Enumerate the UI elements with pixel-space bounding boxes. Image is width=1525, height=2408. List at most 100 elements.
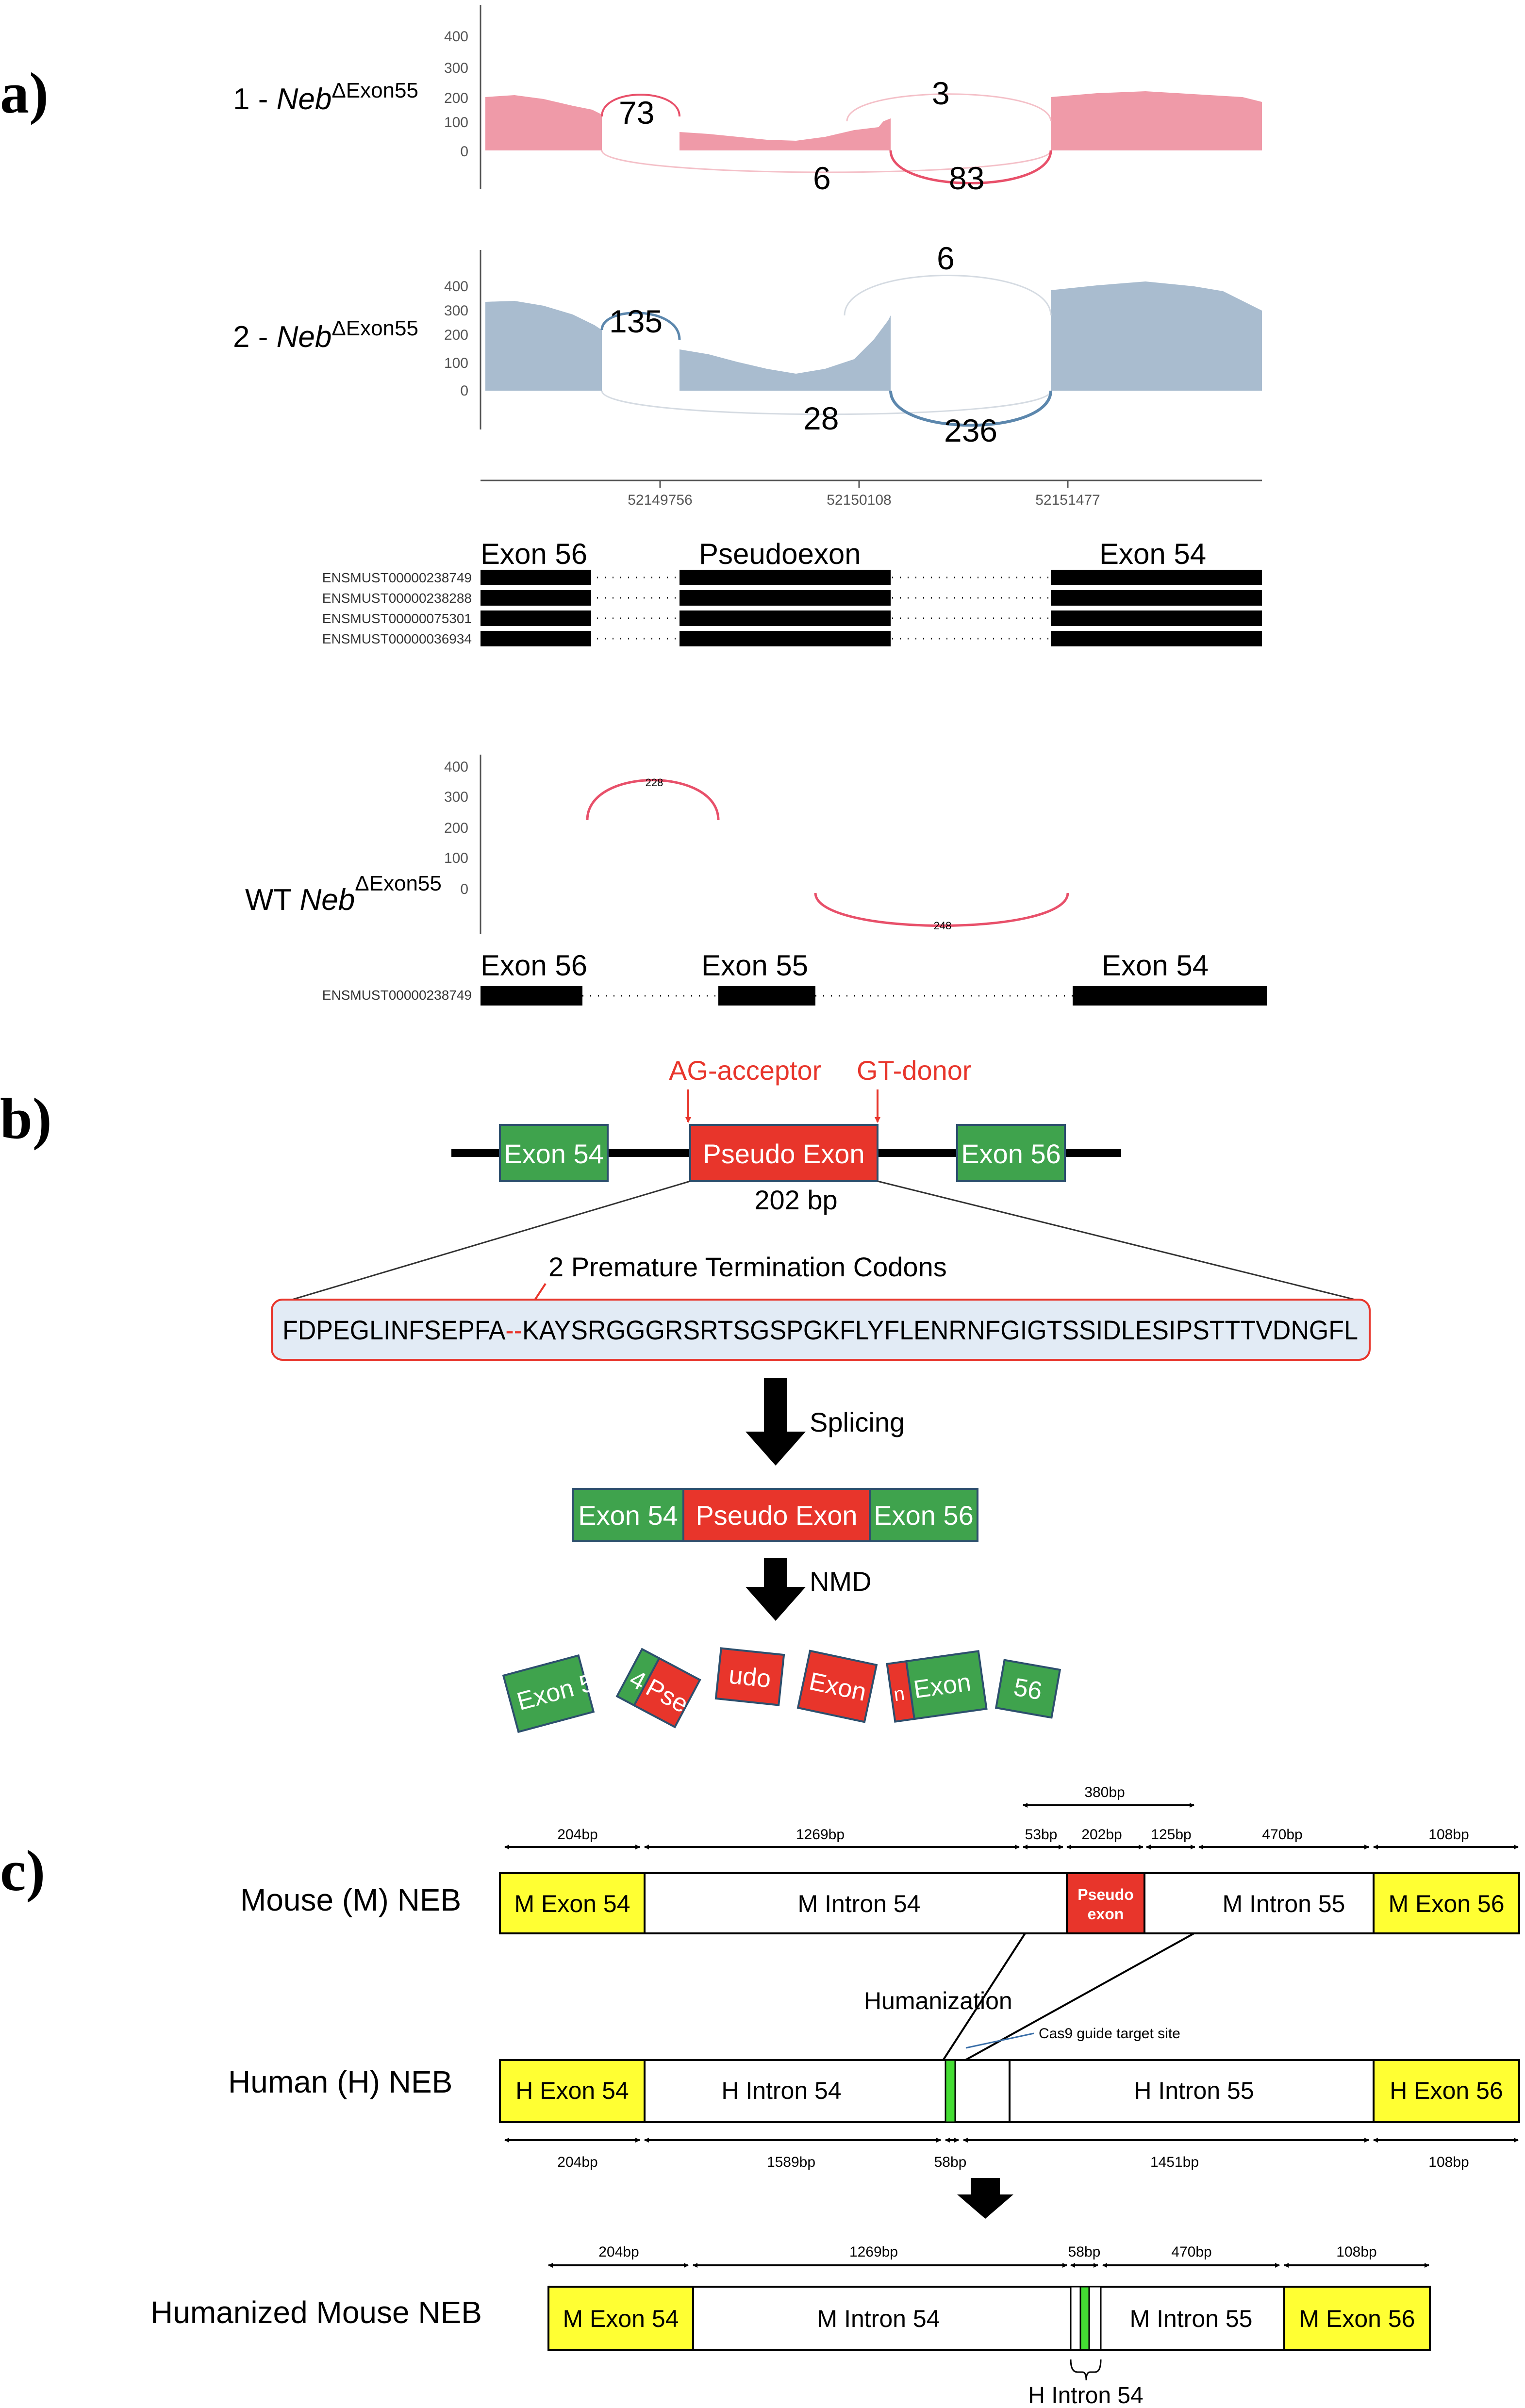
humanized-arrow	[957, 2178, 1013, 2219]
wt-exon55-block	[718, 986, 815, 1006]
mrna-exon56	[869, 1488, 978, 1542]
panel-label-c: c)	[0, 1838, 45, 1903]
pseudo-exon-box	[689, 1124, 879, 1182]
mrna-pseudo-label: Pseudo Exon	[696, 1500, 857, 1531]
humanized-exon56	[1283, 2286, 1431, 2351]
sashimi-1-coverage	[485, 91, 1262, 150]
peptide-sequence: FDPEGLINFSEPFA--KAYSRGGGRSRTSGSPGKFLYFLE…	[282, 1315, 1358, 1345]
human-size-label: 1589bp	[767, 2154, 815, 2170]
mrna-exon56-label: Exon 56	[874, 1500, 974, 1531]
humanized-size-label: 1269bp	[849, 2244, 898, 2260]
wt-transcript-id: ENSMUST00000238749	[322, 988, 472, 1003]
genomic-axis-tick: 52149756	[628, 492, 692, 508]
sashimi-1-junction-count: 73	[619, 95, 654, 131]
mouse-pseudoexon-label: exon	[1088, 1905, 1124, 1923]
sashimi-2-ytick: 300	[444, 303, 468, 319]
sashimi-2-ytick: 200	[444, 327, 468, 343]
mouse-size-label: 1269bp	[796, 1827, 845, 1843]
h-intron54-bracket	[1070, 2359, 1102, 2381]
wt-ytick: 300	[444, 789, 468, 805]
wt-track-label-exon55: Exon 55	[701, 949, 808, 982]
fragment-label: 56	[1011, 1673, 1044, 1705]
transcript-id: ENSMUST00000238288	[322, 591, 472, 606]
humanized-exon54-label: M Exon 54	[563, 2305, 679, 2332]
humanized-size-label: 204bp	[598, 2244, 639, 2260]
sequence-box	[271, 1299, 1371, 1361]
wt-ytick: 0	[460, 881, 468, 897]
fragment: 4 Pse	[615, 1648, 701, 1729]
transcript-pseudoexon-block	[680, 570, 891, 585]
transcript-id: ENSMUST00000036934	[322, 631, 472, 646]
sashimi-1-arc-83	[889, 150, 1052, 184]
sashimi-2-junction-count: 28	[803, 400, 839, 436]
transcript-pseudoexon-block	[680, 590, 891, 606]
mrna-exon54	[572, 1488, 684, 1542]
mouse-exon56	[1373, 1872, 1520, 1934]
genomic-axis: 52149756 52150108 52151477	[481, 479, 1262, 508]
sashimi-1-junction-count: 6	[813, 160, 831, 196]
humanized-size-label: 58bp	[1068, 2244, 1101, 2260]
splicing-label: Splicing	[810, 1407, 905, 1437]
nmd-label: NMD	[810, 1566, 872, 1597]
mouse-gene-bar	[499, 1872, 1520, 1934]
nmd-arrow	[746, 1558, 806, 1621]
fragment: Exon 5	[502, 1654, 597, 1733]
sashimi-1-arc-73	[601, 94, 680, 117]
humanized-exon56-label: M Exon 56	[1299, 2305, 1415, 2332]
wt-ytick: 400	[444, 759, 468, 775]
sashimi-plot-1: 1 - NebΔExon55 400 300 200 100 0 73 3 6 …	[233, 5, 1262, 196]
wt-track-label-exon54: Exon 54	[1102, 949, 1209, 982]
fragment: n Exon	[886, 1650, 988, 1723]
transcript-exon54-block	[1051, 610, 1262, 626]
wt-sashimi-plot: WT NebΔExon55 400 300 200 100 0 228 248 …	[245, 755, 1267, 1006]
transcript-exon56-block	[481, 570, 591, 585]
human-size-label: 108bp	[1428, 2154, 1469, 2170]
mouse-size-label: 380bp	[1084, 1784, 1125, 1800]
wt-arc-top	[586, 779, 720, 821]
wt-junction-count: 228	[646, 776, 663, 789]
sashimi-1-label: 1 - NebΔExon55	[233, 79, 418, 116]
sashimi-1-junction-count: 83	[949, 160, 984, 196]
sashimi-1-ytick: 400	[444, 29, 468, 45]
humanized-intron54-label: M Intron 54	[817, 2305, 940, 2332]
human-size-label: 58bp	[934, 2154, 967, 2170]
mouse-exon56-label: M Exon 56	[1388, 1890, 1504, 1917]
sashimi-2-label: 2 - NebΔExon55	[233, 316, 418, 354]
transcript-exon54-block	[1051, 631, 1262, 646]
transcript-id: ENSMUST00000075301	[322, 611, 472, 626]
wt-exon54-block	[1073, 986, 1267, 1006]
sashimi-2-ytick: 100	[444, 355, 468, 371]
wt-junction-count: 248	[934, 920, 952, 932]
sashimi-2-ytick: 400	[444, 279, 468, 295]
sashimi-1-ytick: 0	[460, 144, 468, 160]
mouse-size-label: 53bp	[1025, 1827, 1058, 1843]
transcript-pseudoexon-block	[680, 631, 891, 646]
mouse-size-label: 202bp	[1081, 1827, 1122, 1843]
sashimi-2-ytick: 0	[460, 383, 468, 399]
humanized-gene-bar	[547, 2286, 1431, 2351]
pseudo-exon-size: 202 bp	[754, 1185, 837, 1215]
transcript-exon54-block	[1051, 590, 1262, 606]
human-exon56-label: H Exon 56	[1390, 2077, 1503, 2104]
panel-label-a: a)	[0, 61, 49, 125]
mouse-size-label: 204bp	[557, 1827, 597, 1843]
sashimi-1-ytick: 100	[444, 115, 468, 131]
pseudo-exon-box-label: Pseudo Exon	[703, 1138, 864, 1169]
ag-acceptor-label: AG-acceptor	[669, 1055, 821, 1086]
exon56-box	[956, 1124, 1066, 1182]
sashimi-plot-2: 2 - NebΔExon55 400 300 200 100 0 135 6 2…	[233, 240, 1262, 448]
cas9-label: Cas9 guide target site	[1039, 2026, 1180, 2042]
human-neb-label: Human (H) NEB	[228, 2064, 452, 2099]
mouse-pseudoexon	[1066, 1872, 1145, 1934]
mouse-neb-label: Mouse (M) NEB	[240, 1882, 461, 1917]
transcript-id: ENSMUST00000238749	[322, 570, 472, 585]
transcript-tracks: Exon 56 Pseudoexon Exon 54 ENSMUST000002…	[322, 538, 1262, 646]
human-intron55-label: H Intron 55	[1134, 2077, 1254, 2104]
genomic-axis-tick: 52150108	[827, 492, 891, 508]
mouse-size-label: 108bp	[1428, 1827, 1469, 1843]
wt-track-label-exon56: Exon 56	[481, 949, 587, 982]
human-intron54-label: H Intron 54	[721, 2077, 841, 2104]
fragment: udo	[714, 1647, 785, 1706]
sashimi-2-coverage	[485, 281, 1262, 391]
mouse-exon54	[499, 1872, 646, 1934]
